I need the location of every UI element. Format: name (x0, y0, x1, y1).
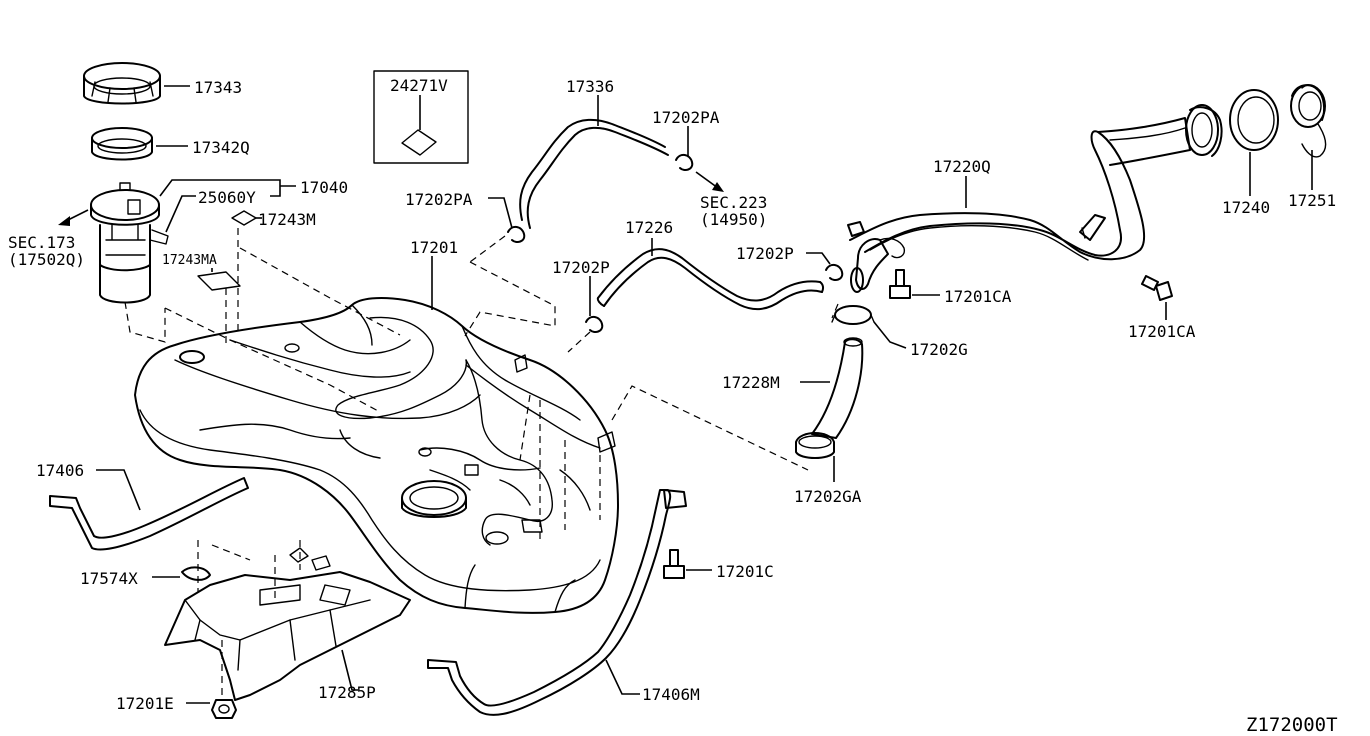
label-17342q: 17342Q (192, 138, 250, 157)
label-17201ca-right: 17201CA (1128, 322, 1196, 341)
fuel-tank-17201[interactable] (134, 296, 619, 614)
ref-sec223-line2: (14950) (700, 210, 767, 229)
label-17040: 17040 (300, 178, 348, 197)
leader-17285p (341, 649, 358, 691)
label-17201e: 17201E (116, 694, 174, 713)
ref-sec173-line1: SEC.173 (8, 233, 75, 252)
label-17201c: 17201C (716, 562, 774, 581)
strap-17406m[interactable] (427, 489, 687, 716)
label-17202g: 17202G (910, 340, 968, 359)
label-17201ca-left: 17201CA (944, 287, 1012, 306)
ref-sec223-line1: SEC.223 (700, 193, 767, 212)
arrow-sec223 (695, 171, 719, 189)
label-17201: 17201 (410, 238, 458, 257)
leader-17202g (873, 321, 907, 349)
bolt-17201c[interactable] (663, 549, 685, 579)
clamp-17202g[interactable] (831, 305, 875, 325)
gasket-17243m[interactable] (231, 210, 257, 226)
hose-17228m[interactable] (811, 337, 864, 439)
label-17202pa-lower: 17202PA (405, 190, 473, 209)
filler-tube-17220q[interactable] (847, 117, 1191, 293)
ref-sec173-line2: (17502Q) (8, 250, 85, 269)
hose-17226[interactable] (596, 248, 825, 311)
label-17336: 17336 (566, 77, 614, 96)
arrow-head-sec223 (712, 182, 724, 192)
label-25060y: 25060Y (198, 188, 256, 207)
diagram-code: Z172000T (1246, 714, 1338, 736)
label-17243ma: 17243MA (162, 253, 217, 268)
label-17406m: 17406M (642, 685, 700, 704)
vent-tube-17336[interactable] (519, 118, 669, 229)
label-17202ga: 17202GA (794, 487, 862, 506)
insulator-17574x[interactable] (181, 566, 211, 581)
fuel-pump-module[interactable] (90, 182, 169, 304)
clamp-17202pa-lower[interactable] (507, 226, 526, 243)
label-17343: 17343 (194, 78, 242, 97)
leader-17202p-right (806, 252, 831, 265)
bolt-17201ca-left[interactable] (889, 269, 911, 299)
label-17202p-right: 17202P (736, 244, 794, 263)
label-17251: 17251 (1288, 191, 1336, 210)
label-17226: 17226 (625, 218, 673, 237)
retainer-17240[interactable] (1229, 89, 1279, 151)
gasket-17342q[interactable] (91, 127, 153, 161)
filler-cap-17251[interactable] (1290, 84, 1327, 158)
label-17285p: 17285P (318, 683, 376, 702)
leader-25060y (165, 195, 196, 233)
leader-17202pa-lower (488, 197, 513, 229)
nut-17201e[interactable] (211, 699, 237, 719)
arrow-head-sec173 (58, 216, 70, 226)
filler-neck-ring[interactable] (1185, 104, 1223, 157)
label-17243m: 17243M (258, 210, 316, 229)
clamp-17202p-right[interactable] (825, 264, 844, 281)
clamp-17202p-left[interactable] (585, 316, 604, 333)
clamp-17202ga[interactable] (795, 432, 835, 459)
label-17202pa-upper: 17202PA (652, 108, 720, 127)
bolt-17201ca-right[interactable] (1141, 275, 1173, 301)
leader-17406 (96, 469, 141, 511)
lock-ring-17343[interactable] (83, 62, 161, 105)
clamp-17202pa-upper[interactable] (675, 154, 694, 171)
label-17220q: 17220Q (933, 157, 991, 176)
strap-17406[interactable] (49, 477, 249, 551)
label-17228m: 17228M (722, 373, 780, 392)
leader-17040 (159, 179, 296, 197)
gasket-24271v-box[interactable] (373, 70, 469, 164)
gasket-17243ma[interactable] (197, 271, 241, 291)
label-17202p-left: 17202P (552, 258, 610, 277)
label-17574x: 17574X (80, 569, 138, 588)
label-17240: 17240 (1222, 198, 1270, 217)
label-17406: 17406 (36, 461, 84, 480)
label-24271v: 24271V (390, 76, 448, 95)
heat-shield-17285p[interactable] (164, 547, 411, 701)
leader-17406m (605, 659, 640, 695)
dashed-reference-lines (124, 228, 839, 700)
